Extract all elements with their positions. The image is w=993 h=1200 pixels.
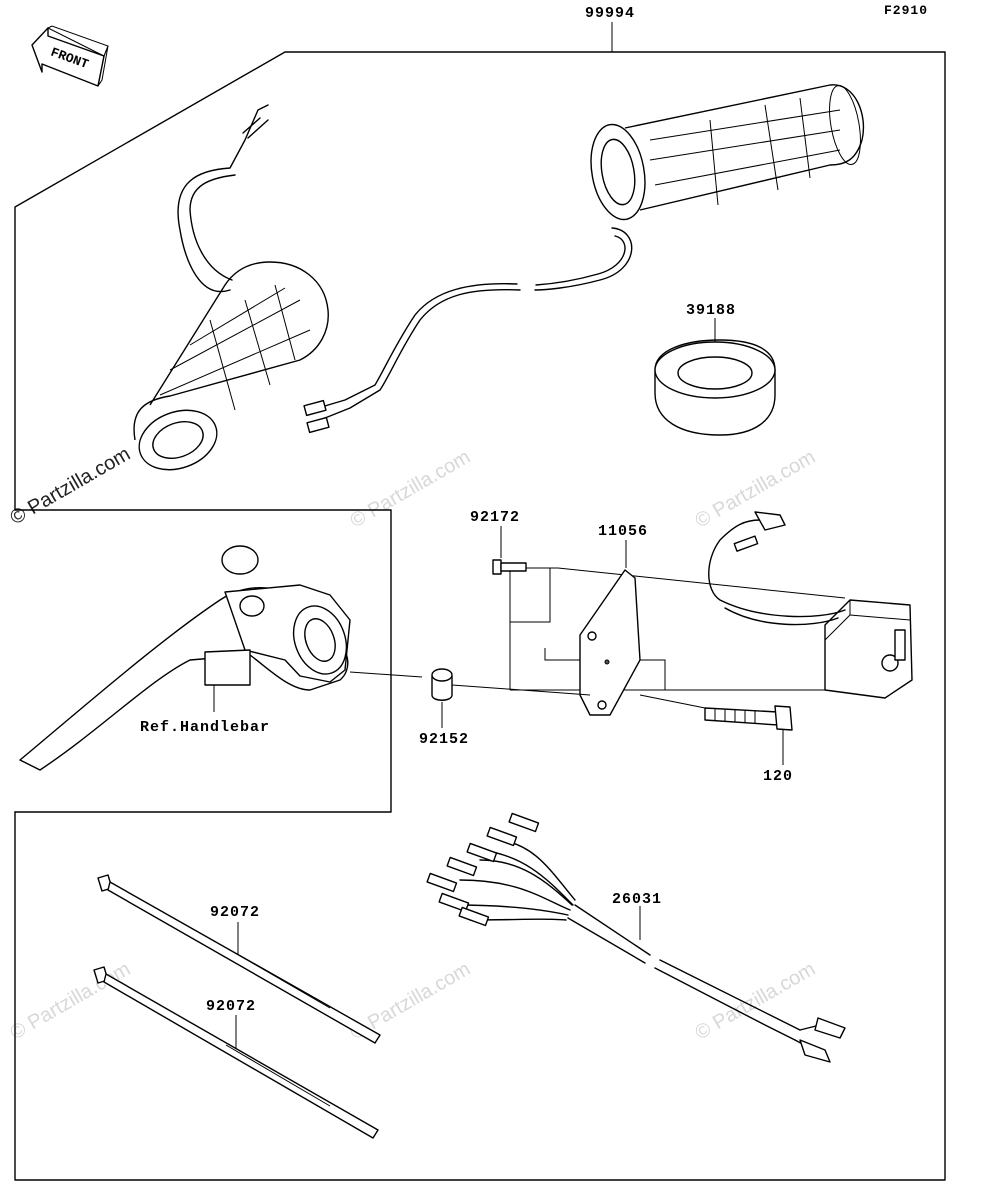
- watermark: © Partzilla.com: [692, 958, 820, 1044]
- part-label-92072[interactable]: 92072: [206, 998, 256, 1015]
- part-label-92072[interactable]: 92072: [210, 904, 260, 921]
- left-grip-heater: [133, 104, 329, 471]
- part-label-26031[interactable]: 26031: [612, 891, 662, 908]
- wire-harness-26031: [426, 812, 846, 1063]
- watermark: © Partzilla.com: [7, 958, 135, 1044]
- right-grip-heater: [534, 84, 865, 291]
- frame-outlines: [14, 22, 946, 1181]
- part-label-120[interactable]: 120: [763, 768, 793, 785]
- handlebar-lever-assembly: [19, 545, 423, 771]
- part-label-99994[interactable]: 99994: [585, 5, 635, 22]
- watermarks: © Partzilla.com © Partzilla.com © Partzi…: [7, 443, 820, 1044]
- part-label-92152[interactable]: 92152: [419, 731, 469, 748]
- switch-bracket: [509, 540, 846, 716]
- diagram-code: F2910: [884, 3, 928, 18]
- grip-wire: [303, 283, 521, 434]
- part-label-92172[interactable]: 92172: [470, 509, 520, 526]
- watermark-dark: © Partzilla.com: [7, 443, 135, 529]
- part-label-11056[interactable]: 11056: [598, 523, 648, 540]
- bolt-120: [639, 694, 793, 765]
- harness-connectors: [426, 812, 540, 927]
- reference-note: Ref.Handlebar: [140, 719, 270, 736]
- watermark: © Partzilla.com: [347, 446, 475, 532]
- grommet-ring: [654, 318, 776, 436]
- collar-92152: [431, 668, 591, 728]
- cable-tie-2: [93, 966, 379, 1139]
- cable-tie-1: [97, 874, 381, 1044]
- part-label-39188[interactable]: 39188: [686, 302, 736, 319]
- front-arrow-icon: FRONT: [31, 25, 109, 87]
- heater-switch-unit: [708, 511, 913, 699]
- watermark: © Partzilla.com: [692, 446, 820, 532]
- screw-92172: [492, 526, 527, 575]
